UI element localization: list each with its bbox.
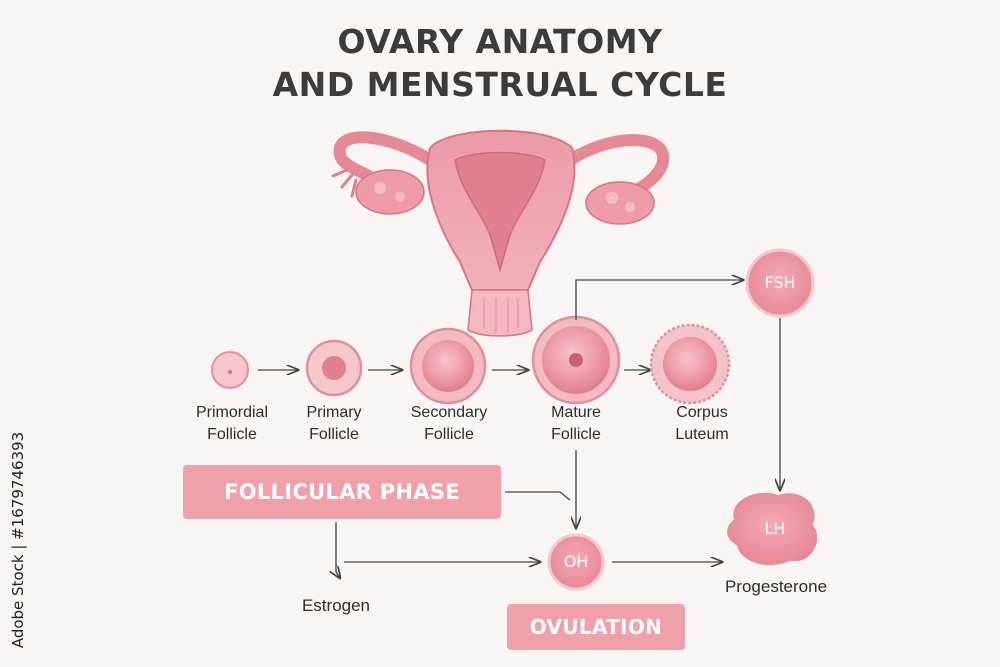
oh-label: OH [563,552,589,571]
follicular-phase-box: FOLLICULAR PHASE [183,465,501,519]
follicle-secondary [409,327,487,405]
arrow-mature-to-fsh [575,280,743,320]
arrow-follicular-to-estrogen [336,522,340,578]
estrogen-label: Estrogen [301,596,371,615]
fsh-label: FSH [764,273,796,292]
follicle-mature [531,315,621,405]
stock-id-watermark: Adobe Stock | #1679746393 [9,431,27,649]
corpus-luteum [649,323,731,405]
lh-label: LH [764,519,786,538]
oh-node [547,533,605,591]
follicle-primary [305,339,363,397]
lh-node [727,492,818,566]
fsh-node [745,248,815,318]
uterus-ovaries-illustration [331,129,670,337]
follicle-primordial [211,351,249,389]
progesterone-label: Progesterone [724,577,828,596]
title-line-2: AND MENSTRUAL CYCLE [272,65,728,104]
ovulation-box: OVULATION [507,604,685,650]
connector-follicular-to-oh [505,491,571,501]
title-line-1: OVARY ANATOMY [337,22,663,61]
